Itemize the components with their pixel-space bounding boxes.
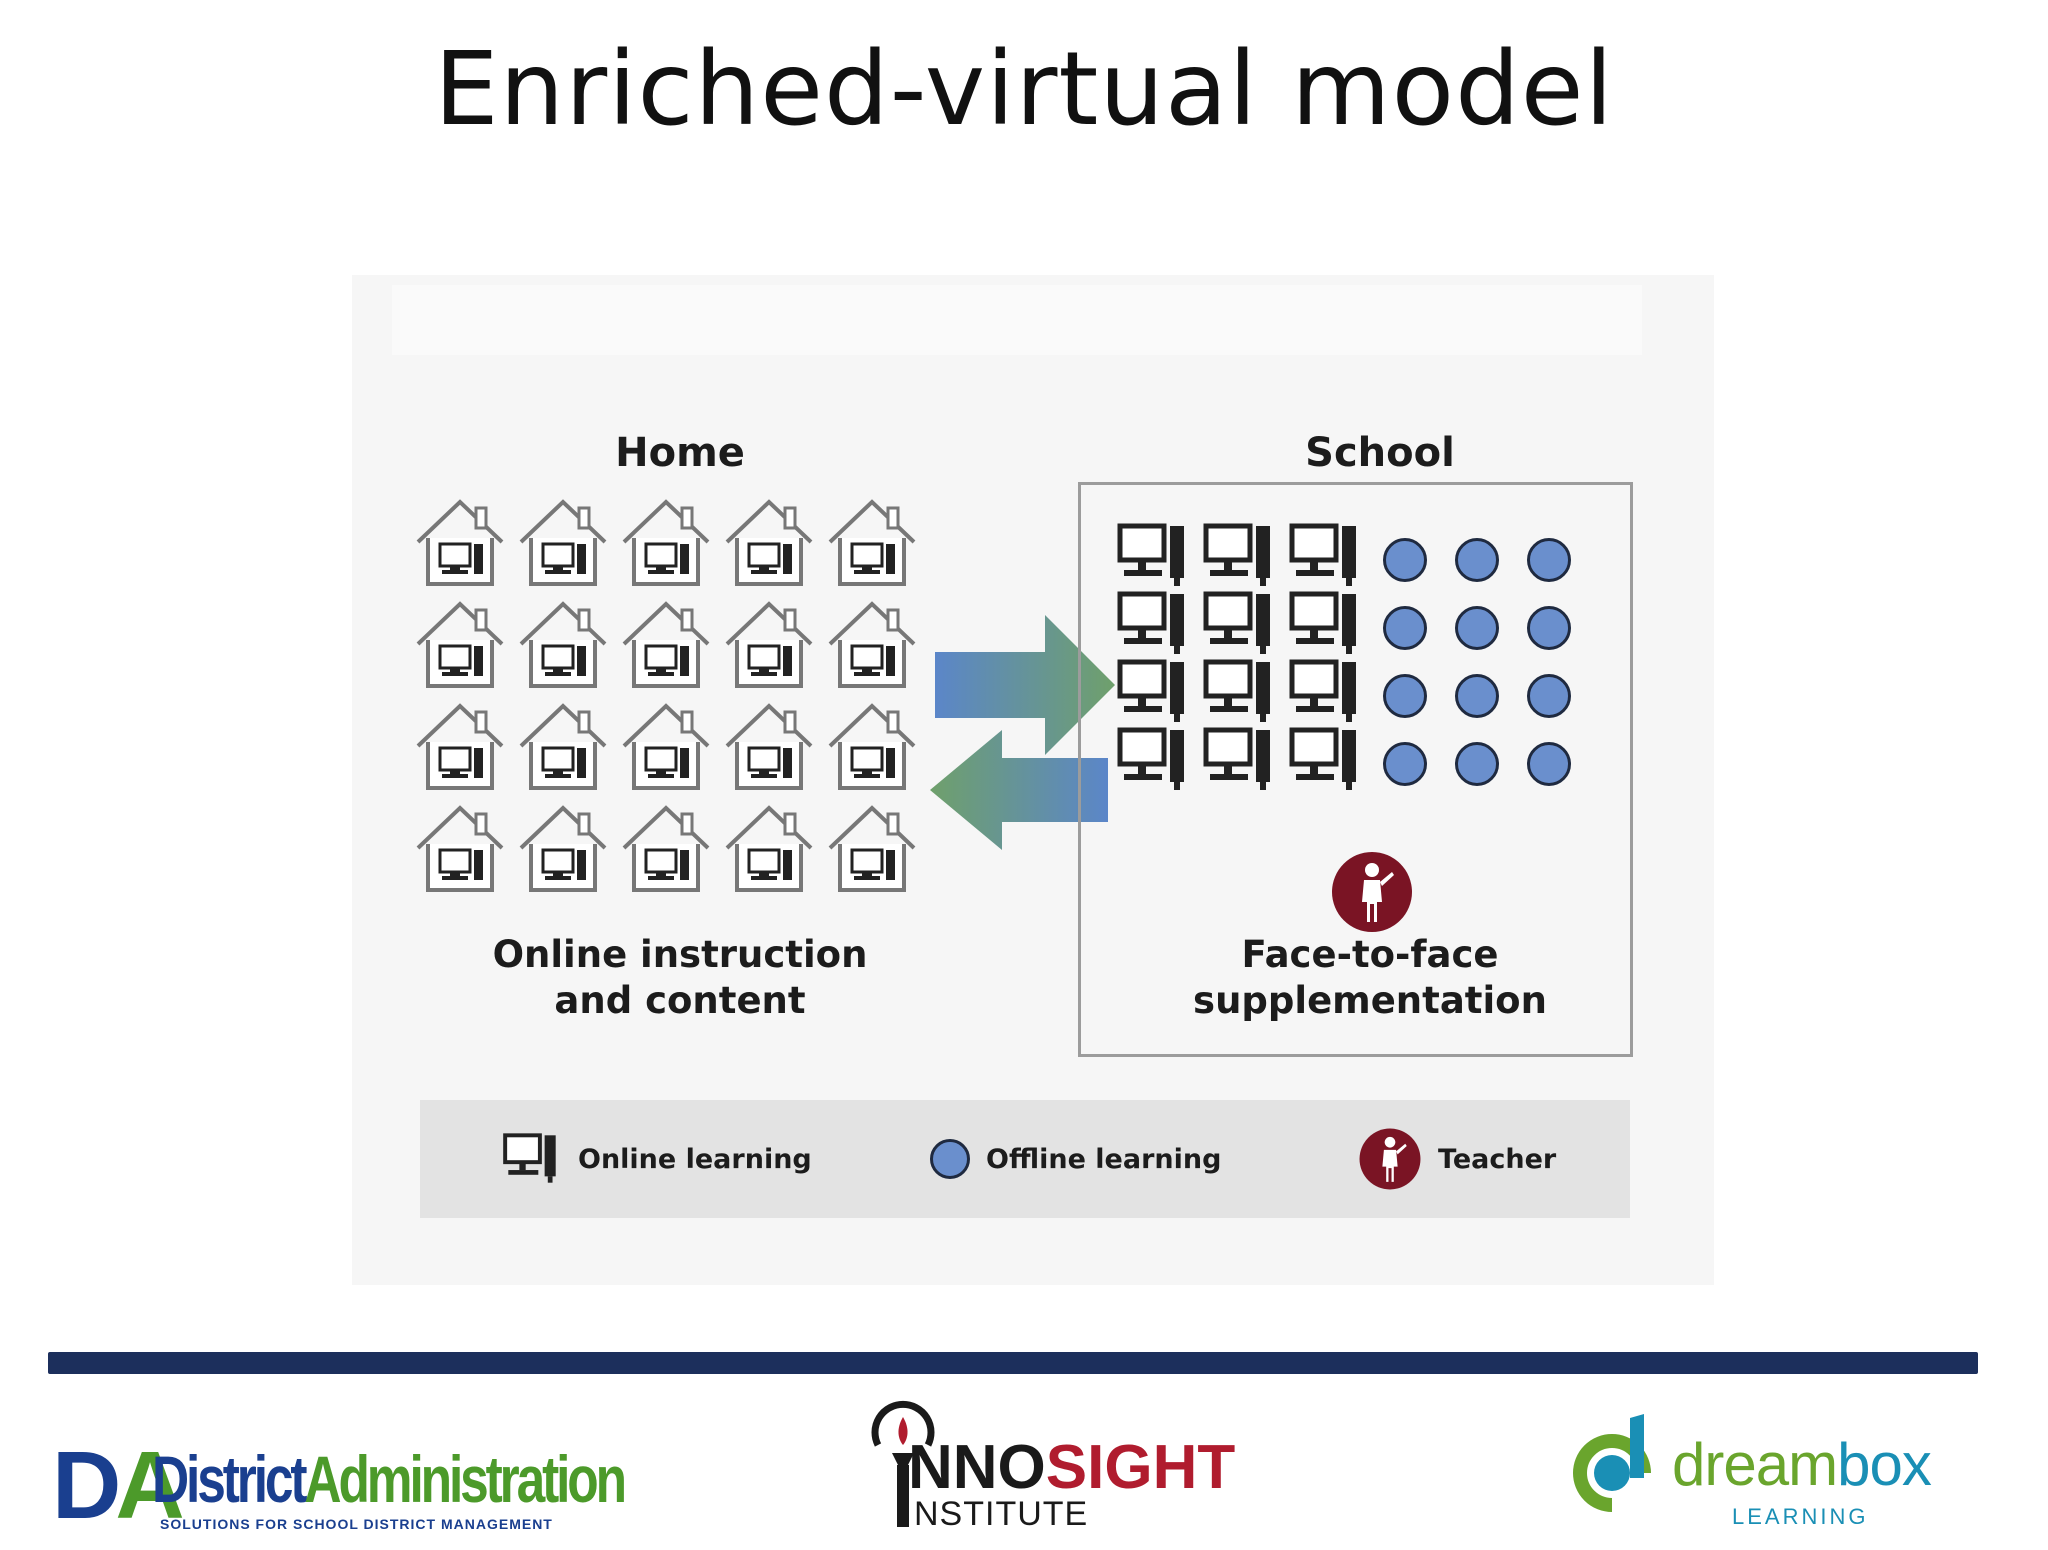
computer-icon — [1202, 658, 1278, 726]
slide-title: Enriched-virtual model — [434, 30, 1614, 149]
home-computer-icon — [618, 800, 714, 896]
da-initials: DA — [52, 1438, 185, 1534]
home-computer-icon — [824, 596, 920, 692]
offline-dot-icon — [1383, 742, 1427, 786]
school-caption: Face-to-face supplementation — [1160, 932, 1580, 1024]
computer-icon — [1116, 522, 1192, 590]
innosight-institute-text: NSTITUTE — [914, 1495, 1089, 1533]
home-computer-icon — [824, 494, 920, 590]
arrow-right-icon — [935, 615, 1115, 755]
exchange-arrows — [930, 615, 1115, 850]
home-computer-icon — [515, 596, 611, 692]
home-computer-icon — [618, 596, 714, 692]
innosight-wordmark: NNOSIGHT — [908, 1437, 1235, 1499]
offline-dot-icon — [1455, 742, 1499, 786]
offline-dot-icon — [1455, 538, 1499, 582]
dreambox-word-box: box — [1837, 1431, 1932, 1498]
offline-dot-icon — [1455, 606, 1499, 650]
offline-dot-icon — [1527, 606, 1571, 650]
home-caption: Online instruction and content — [470, 932, 890, 1024]
teacher-icon — [1332, 852, 1412, 932]
innosight-institute-logo: NNOSIGHT NSTITUTE — [868, 1395, 1248, 1535]
home-computer-icon — [618, 494, 714, 590]
home-computer-icon — [721, 494, 817, 590]
dreambox-d-icon — [1573, 1414, 1651, 1512]
da-wordmark: DistrictAdministration — [152, 1446, 627, 1512]
teacher-icon — [1359, 1128, 1421, 1190]
computer-icon — [1116, 658, 1192, 726]
computer-icon — [1288, 658, 1364, 726]
home-computer-icon — [515, 800, 611, 896]
legend-item-online: Online learning — [502, 1100, 812, 1218]
home-caption-line-1: Online instruction — [492, 933, 868, 976]
home-computer-icon — [721, 596, 817, 692]
school-heading: School — [1305, 430, 1455, 476]
school-caption-line-1: Face-to-face — [1241, 933, 1499, 976]
home-computer-icon — [412, 698, 508, 794]
school-box — [1078, 482, 1633, 1057]
dreambox-learning-logo: dreambox LEARNING — [1572, 1410, 1972, 1540]
offline-dot-icon — [1383, 606, 1427, 650]
innosight-word-sight: SIGHT — [1045, 1433, 1236, 1502]
offline-dot-icon — [1383, 538, 1427, 582]
computer-icon — [1116, 726, 1192, 794]
school-caption-line-2: supplementation — [1193, 979, 1547, 1022]
offline-dot-icon — [1527, 674, 1571, 718]
computer-icon — [1202, 726, 1278, 794]
computer-icon — [1202, 522, 1278, 590]
computer-icon — [1288, 522, 1364, 590]
innosight-word-inno: NNO — [908, 1433, 1046, 1502]
dreambox-wordmark: dreambox — [1672, 1430, 1932, 1499]
offline-dot-icon — [1383, 674, 1427, 718]
home-computer-icon — [721, 800, 817, 896]
da-word-district: District — [152, 1442, 308, 1516]
offline-dot-icon — [930, 1139, 970, 1179]
computer-icon — [503, 1133, 556, 1183]
home-computer-icon — [412, 800, 508, 896]
home-caption-line-2: and content — [554, 979, 806, 1022]
home-computer-icon — [412, 494, 508, 590]
arrow-left-icon — [930, 730, 1108, 850]
da-initial-d: D — [52, 1432, 121, 1539]
home-computer-icon — [515, 698, 611, 794]
home-computer-icon — [412, 596, 508, 692]
home-computer-icon — [824, 698, 920, 794]
da-tagline: SOLUTIONS FOR SCHOOL DISTRICT MANAGEMENT — [160, 1516, 553, 1532]
computer-icon — [1116, 590, 1192, 658]
legend-label-offline: Offline learning — [986, 1143, 1222, 1175]
figure-top-band — [392, 285, 1642, 355]
da-word-admin: Administration — [304, 1442, 627, 1516]
home-computer-icon — [618, 698, 714, 794]
footer-bar — [48, 1352, 1978, 1374]
dreambox-learning-text: LEARNING — [1732, 1504, 1869, 1529]
computer-icon — [1202, 590, 1278, 658]
home-heading: Home — [615, 430, 745, 476]
home-computer-icon — [515, 494, 611, 590]
dreambox-word-dream: dream — [1672, 1431, 1838, 1498]
home-computer-icon — [721, 698, 817, 794]
legend-item-teacher: Teacher — [1358, 1100, 1556, 1218]
home-computer-icon — [824, 800, 920, 896]
legend-label-online: Online learning — [578, 1143, 812, 1175]
legend-item-offline: Offline learning — [930, 1100, 1221, 1218]
offline-dot-icon — [1527, 538, 1571, 582]
legend: Online learning Offline learning Teacher — [420, 1100, 1630, 1218]
district-administration-logo: DA DistrictAdministration SOLUTIONS FOR … — [52, 1430, 627, 1550]
da-initial-a: A — [115, 1432, 184, 1539]
offline-dot-icon — [1455, 674, 1499, 718]
computer-icon — [1288, 590, 1364, 658]
torch-icon — [871, 1400, 935, 1527]
offline-dot-icon — [1527, 742, 1571, 786]
computer-icon — [1288, 726, 1364, 794]
legend-label-teacher: Teacher — [1438, 1143, 1557, 1175]
